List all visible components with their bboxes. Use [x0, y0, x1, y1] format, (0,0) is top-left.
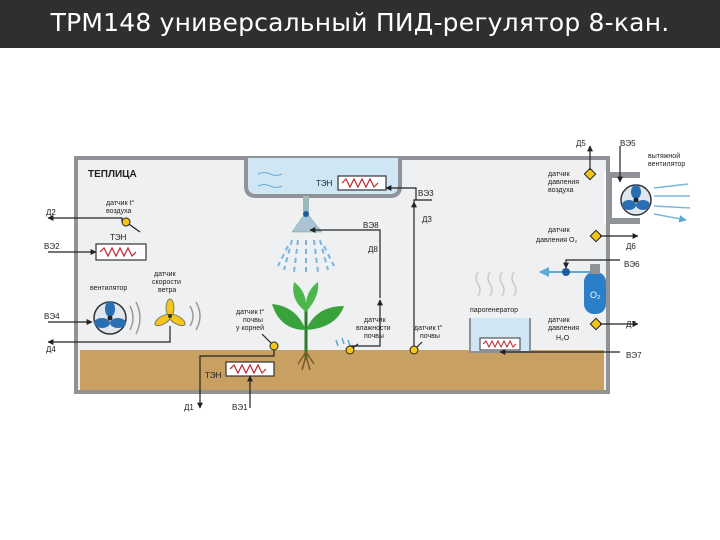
moisture-label-3: почвы [364, 333, 384, 340]
wind-sensor-label-2: скорости [152, 279, 181, 286]
signal-ve8: ВЭ8 [363, 221, 379, 230]
root-temp-label-3: у корней [236, 324, 264, 332]
fan-left-icon [93, 301, 141, 335]
air-pressure-sensor [583, 167, 597, 181]
heater-top-label: ТЭН [316, 179, 333, 188]
o2-sensor-label-2: давления O₂ [536, 237, 577, 244]
signal-d6: Д6 [626, 242, 636, 251]
steam-generator-label: парогенератор [470, 307, 518, 314]
exhaust-fan-label-2: вентилятор [648, 161, 685, 168]
moisture-sensor [335, 337, 359, 355]
signal-ve2: ВЭ2 [44, 242, 60, 251]
exhaust-fan-label-1: вытяжной [648, 152, 680, 160]
signal-ve5: ВЭ5 [620, 139, 636, 148]
signal-d7: Д7 [626, 320, 636, 329]
left-heater [95, 243, 147, 261]
signal-ve4: ВЭ4 [44, 312, 60, 321]
o2-pressure-sensor [589, 229, 603, 243]
h2o-sensor-label-2: давления [548, 325, 579, 332]
title-bar: ТРМ148 универсальный ПИД-регулятор 8-кан… [0, 0, 720, 48]
moisture-label-2: влажности [356, 325, 391, 332]
o2-sensor-label-1: датчик [548, 227, 571, 234]
plant-icon [272, 282, 344, 371]
root-temp-label-2: почвы [243, 317, 263, 324]
signal-d8: Д8 [368, 245, 378, 254]
signal-d1: Д1 [184, 403, 194, 412]
o2-tank [539, 264, 606, 314]
air-temp-sensor-label-1: датчик t° [106, 199, 135, 207]
greenhouse-label: ТЕПЛИЦА [88, 169, 137, 180]
air-pressure-label-1: датчик [548, 171, 571, 178]
soil-temp-label-1: датчик t° [414, 324, 443, 332]
h2o-pressure-sensor [589, 317, 603, 331]
wind-sensor-label-3: ветра [158, 287, 176, 294]
heater-left-label: ТЭН [110, 233, 127, 242]
h2o-sensor-label-1: датчик [548, 317, 571, 324]
signal-d5: Д5 [576, 139, 586, 148]
exhaust-fan-icon [620, 183, 690, 220]
root-temp-label-1: датчик t° [236, 308, 265, 316]
h2o-sensor-label-3: H₂O [556, 335, 570, 342]
o2-tank-label: O₂ [590, 290, 601, 300]
air-temp-sensor-label-2: воздуха [106, 208, 132, 215]
wind-sensor-icon [154, 298, 201, 331]
heater-soil-label: ТЭН [205, 371, 222, 380]
signal-ve6: ВЭ6 [624, 260, 640, 269]
soil-temp-label-2: почвы [420, 333, 440, 340]
soil-heater [225, 361, 275, 377]
fan-left-label: вентилятор [90, 285, 127, 292]
soil-layer [80, 350, 604, 390]
air-pressure-label-3: воздуха [548, 187, 574, 194]
air-pressure-label-2: давления [548, 179, 579, 186]
signal-lines [47, 145, 639, 409]
root-temp-sensor [261, 333, 279, 351]
signal-ve7: ВЭ7 [626, 351, 642, 360]
signal-ve1: ВЭ1 [232, 403, 248, 412]
signal-ve3: ВЭ3 [418, 189, 434, 198]
moisture-label-1: датчик [364, 317, 387, 324]
slide-title: ТРМ148 универсальный ПИД-регулятор 8-кан… [50, 8, 670, 37]
soil-temp-sensor [409, 341, 423, 355]
signal-d3: Д3 [422, 215, 432, 224]
top-water-tank [244, 158, 402, 198]
wind-sensor-label-1: датчик [154, 271, 177, 278]
signal-d4: Д4 [46, 345, 56, 354]
signal-d2: Д2 [46, 208, 56, 217]
